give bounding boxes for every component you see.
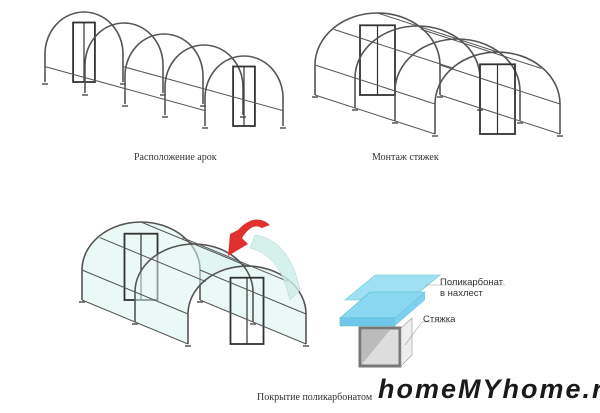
longitudinal-tie [314, 64, 436, 105]
label-polycarbonate-line2: в нахлест [440, 288, 483, 299]
longitudinal-tie [81, 269, 189, 315]
arch [204, 55, 284, 126]
arch [164, 44, 244, 115]
longitudinal-tie [421, 28, 542, 69]
arch [44, 11, 124, 82]
ties-mounting-drawing [312, 12, 563, 137]
red-arrow-icon [228, 219, 301, 301]
longitudinal-tie [122, 66, 284, 112]
label-polycarbonate: Поликарбонат в нахлест [440, 277, 503, 299]
caption-ties: Монтаж стяжек [372, 152, 439, 163]
polycarbonate-covering-drawing [79, 221, 309, 347]
longitudinal-tie [44, 66, 206, 112]
arch [124, 33, 204, 104]
arch [187, 265, 307, 344]
longitudinal-tie [439, 94, 561, 135]
longitudinal-tie [99, 237, 206, 283]
arch [394, 38, 521, 121]
arch [84, 22, 164, 93]
longitudinal-tie [439, 64, 561, 105]
longitudinal-tie [140, 221, 248, 267]
arches-layout-drawing [42, 11, 286, 129]
label-tie: Стяжка [423, 314, 456, 325]
longitudinal-tie [199, 269, 307, 315]
longitudinal-tie [333, 28, 454, 69]
caption-covering: Покрытие поликарбонатом [257, 392, 373, 403]
watermark-logo: homeMYhome.ru [378, 374, 600, 404]
longitudinal-tie [81, 299, 189, 345]
caption-arches: Расположение арок [134, 152, 217, 163]
longitudinal-tie [314, 94, 436, 135]
longitudinal-tie [199, 299, 307, 345]
longitudinal-tie [182, 237, 289, 283]
label-polycarbonate-line1: Поликарбонат [440, 277, 504, 288]
overlap-detail-drawing [339, 274, 505, 368]
longitudinal-tie [377, 12, 498, 53]
